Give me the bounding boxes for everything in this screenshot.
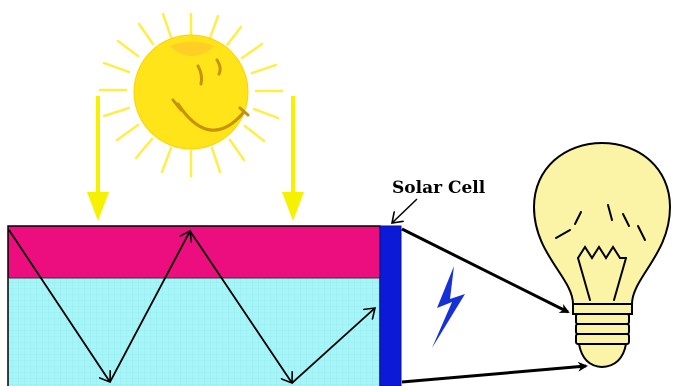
solar-cell-label: Solar Cell xyxy=(392,178,486,198)
light-ray-3 xyxy=(189,230,292,383)
sun-right-eye xyxy=(215,58,222,76)
light-ray-4 xyxy=(291,308,375,384)
incoming-light-arrows xyxy=(87,96,304,221)
semiconductor-layers xyxy=(7,225,381,386)
sun-left-eye xyxy=(196,64,204,86)
bulb-filament xyxy=(555,204,646,301)
light-arrow-right xyxy=(282,96,304,221)
wire-top xyxy=(401,227,570,314)
sun-smile xyxy=(176,102,246,132)
bulb-glass xyxy=(532,141,672,305)
circuit-wires xyxy=(401,227,588,384)
light-path xyxy=(8,229,375,384)
sun-smile-left-dimple xyxy=(171,98,183,112)
light-ray-2 xyxy=(109,231,190,383)
bulb-base xyxy=(575,313,630,369)
light-arrow-left xyxy=(87,96,109,221)
sun-icon xyxy=(98,12,284,178)
lightning-bolt-icon xyxy=(432,266,465,348)
solar-cell-bar xyxy=(379,225,402,386)
light-bulb-icon xyxy=(532,141,672,369)
sun-rays xyxy=(98,12,284,178)
bottom-layer-grid xyxy=(8,278,380,386)
top-layer xyxy=(8,226,380,278)
sun-smile-right-dimple xyxy=(238,106,250,117)
wire-bottom xyxy=(401,361,588,384)
sun-highlight xyxy=(170,41,214,56)
light-ray-1 xyxy=(8,229,110,382)
bulb-neck xyxy=(572,303,633,315)
solar-cell-label-pointer xyxy=(392,198,418,223)
